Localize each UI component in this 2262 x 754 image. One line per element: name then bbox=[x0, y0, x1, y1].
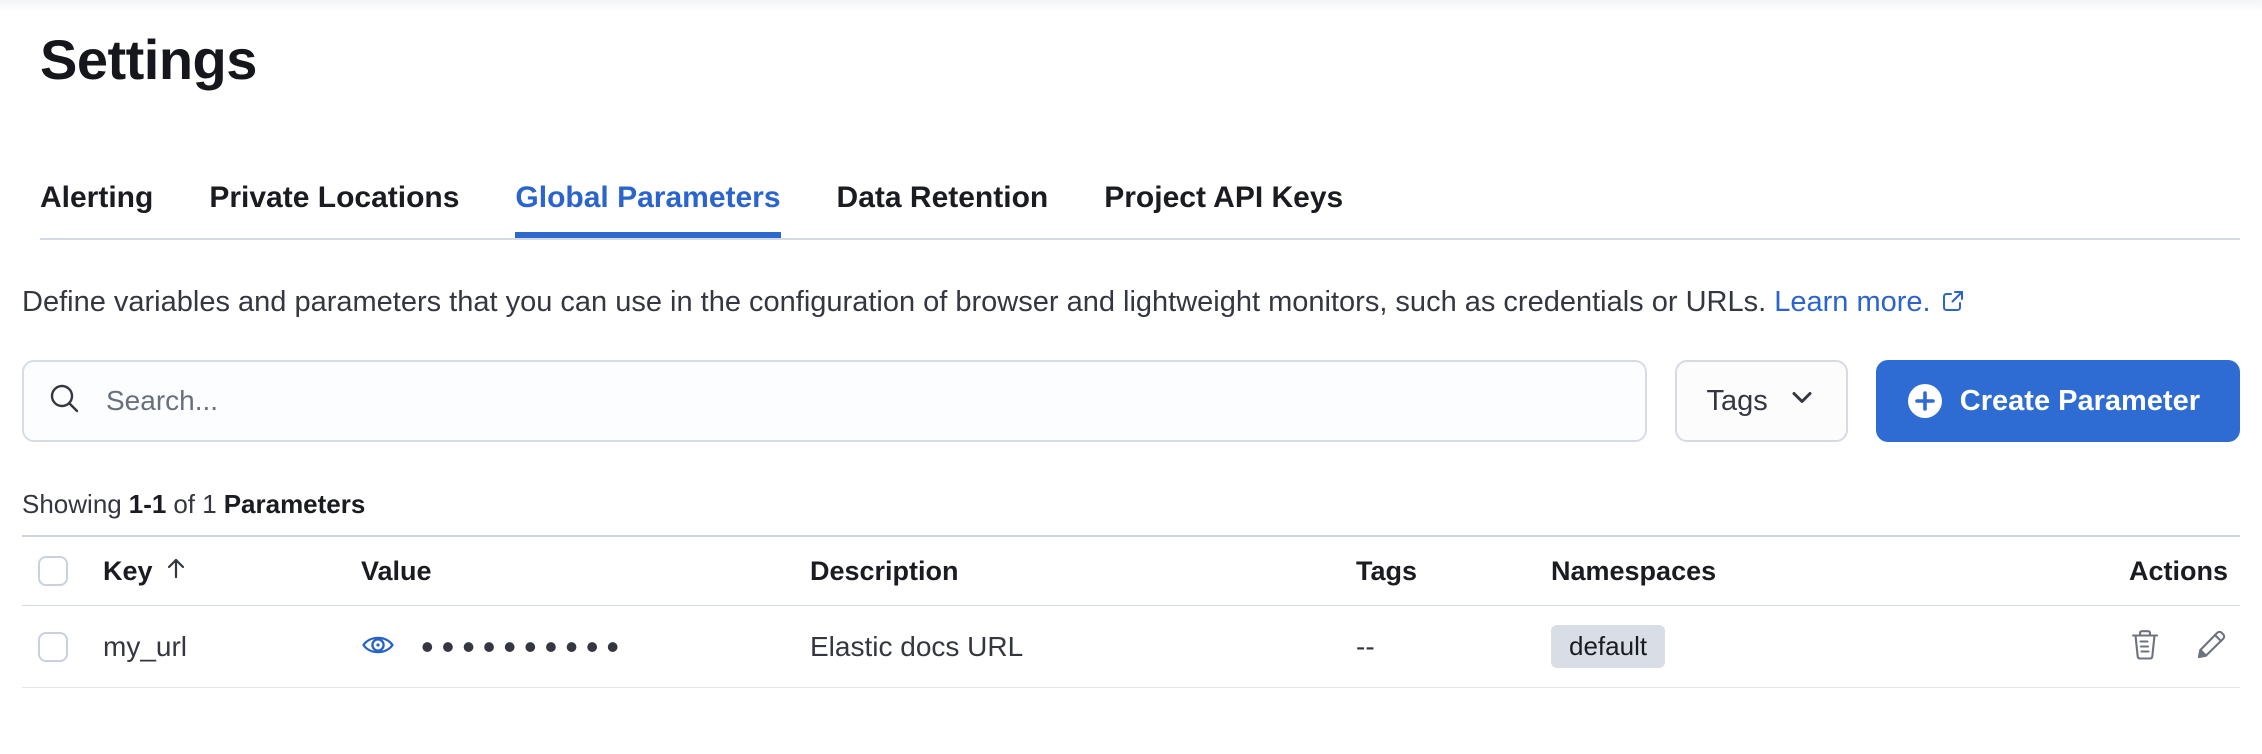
summary-of: of 1 bbox=[173, 489, 217, 519]
parameters-table: Key Value Description Tags Namespaces Ac… bbox=[22, 537, 2240, 688]
param-key: my_url bbox=[103, 630, 188, 662]
edit-parameter-button[interactable] bbox=[2194, 630, 2228, 664]
namespace-badge: default bbox=[1551, 625, 1666, 668]
column-header-tags: Tags bbox=[1356, 555, 1418, 586]
select-all-checkbox[interactable] bbox=[38, 556, 68, 586]
tab-project-api-keys[interactable]: Project API Keys bbox=[1104, 181, 1344, 214]
param-description: Elastic docs URL bbox=[810, 630, 1024, 662]
summary-showing: Showing bbox=[22, 489, 122, 519]
param-value-cell: •••••••••• bbox=[361, 625, 810, 667]
tab-data-retention[interactable]: Data Retention bbox=[836, 181, 1049, 214]
search-box[interactable] bbox=[22, 360, 1647, 442]
tags-filter-label: Tags bbox=[1706, 384, 1768, 417]
pencil-icon bbox=[2194, 628, 2228, 665]
row-checkbox[interactable] bbox=[38, 631, 68, 662]
column-header-description: Description bbox=[810, 555, 959, 586]
param-tags: -- bbox=[1356, 630, 1375, 662]
learn-more-link[interactable]: Learn more. bbox=[1774, 286, 1964, 318]
chevron-down-icon bbox=[1788, 383, 1816, 419]
search-icon bbox=[48, 382, 82, 421]
summary-range: 1-1 bbox=[128, 489, 167, 519]
summary-entity: Parameters bbox=[223, 489, 366, 519]
external-link-icon bbox=[1941, 282, 1965, 326]
settings-tabs: Alerting Private Locations Global Parame… bbox=[40, 180, 2240, 240]
page-description: Define variables and parameters that you… bbox=[22, 280, 2220, 326]
param-masked-value: •••••••••• bbox=[421, 625, 628, 667]
column-header-value: Value bbox=[361, 555, 432, 586]
top-edge-strip bbox=[0, 0, 2262, 12]
sort-arrow-up-icon bbox=[163, 555, 189, 588]
column-header-actions: Actions bbox=[2128, 555, 2228, 586]
param-actions bbox=[1971, 630, 2240, 664]
trash-icon bbox=[2128, 628, 2162, 665]
reveal-value-button[interactable] bbox=[361, 630, 395, 664]
create-parameter-button[interactable]: Create Parameter bbox=[1875, 360, 2240, 442]
column-header-namespaces: Namespaces bbox=[1551, 555, 1717, 586]
delete-parameter-button[interactable] bbox=[2128, 630, 2162, 664]
settings-page: Settings Alerting Private Locations Glob… bbox=[0, 28, 2262, 688]
tab-alerting[interactable]: Alerting bbox=[40, 181, 154, 214]
tab-global-parameters[interactable]: Global Parameters bbox=[515, 180, 781, 238]
param-namespaces: default bbox=[1551, 625, 1971, 668]
page-title: Settings bbox=[40, 28, 257, 91]
search-input[interactable] bbox=[106, 385, 1621, 417]
description-text: Define variables and parameters that you… bbox=[22, 286, 1767, 318]
column-header-key[interactable]: Key bbox=[103, 555, 361, 588]
toolbar: Tags Create Parameter bbox=[22, 360, 2240, 442]
tags-filter-button[interactable]: Tags bbox=[1674, 360, 1848, 442]
table-top-divider bbox=[22, 535, 2240, 537]
eye-icon bbox=[361, 628, 395, 665]
create-parameter-label: Create Parameter bbox=[1959, 384, 2200, 417]
table-row: my_url •••••••••• Elastic docs URL -- de… bbox=[22, 606, 2240, 688]
table-header-row: Key Value Description Tags Namespaces Ac… bbox=[22, 537, 2240, 606]
results-summary: Showing 1-1 of 1 Parameters bbox=[22, 489, 2240, 520]
tab-private-locations[interactable]: Private Locations bbox=[209, 181, 460, 214]
plus-circle-icon bbox=[1907, 384, 1942, 418]
